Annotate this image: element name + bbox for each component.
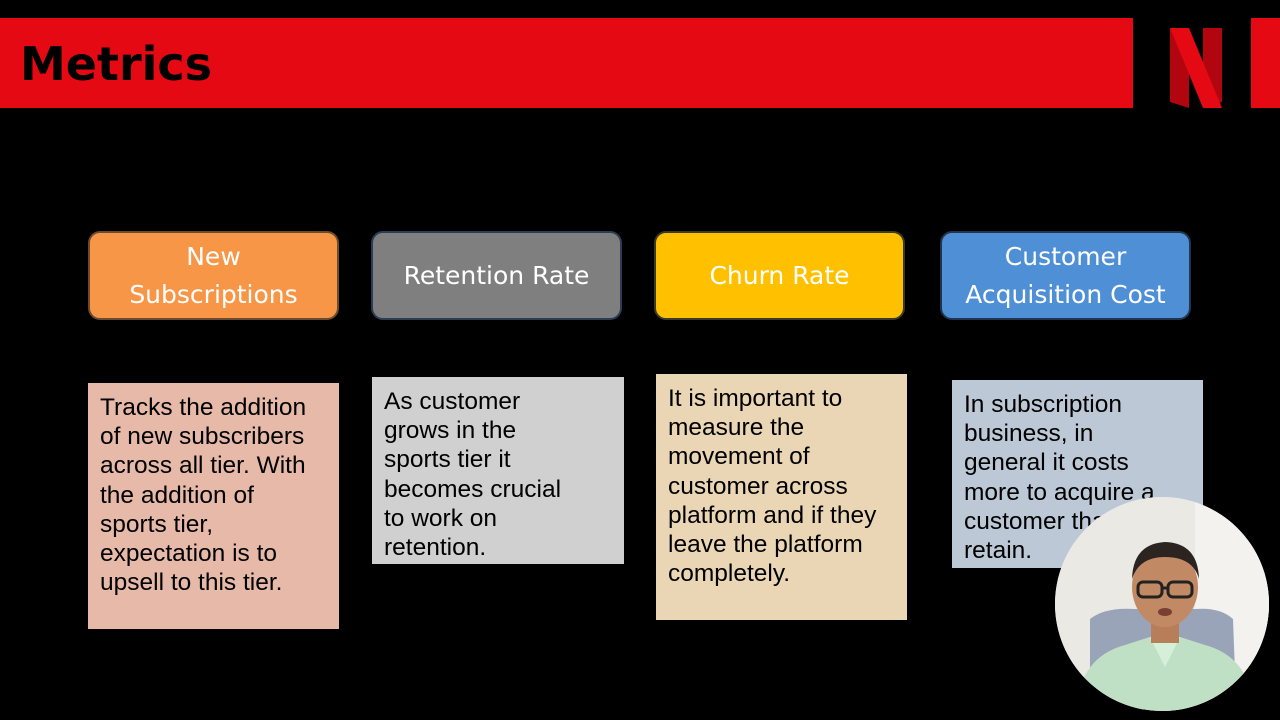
description-new-subscriptions: Tracks the addition of new subscribers a… bbox=[88, 383, 339, 629]
metric-label: Retention Rate bbox=[403, 260, 590, 290]
metric-label: Customer Acquisition Cost bbox=[965, 241, 1166, 309]
description-churn-rate: It is important to measure the movement … bbox=[656, 374, 907, 620]
description-retention-rate: As customer grows in the sports tier it … bbox=[372, 377, 624, 564]
title-bar bbox=[0, 18, 1133, 108]
metric-box-churn-rate: Churn Rate bbox=[654, 231, 905, 320]
presenter-webcam-icon bbox=[1055, 497, 1269, 711]
metric-label: New Subscriptions bbox=[129, 241, 298, 309]
slide-title: Metrics bbox=[20, 37, 213, 91]
description-text: Tracks the addition of new subscribers a… bbox=[100, 394, 307, 597]
metric-label: Churn Rate bbox=[709, 260, 850, 290]
description-text: As customer grows in the sports tier it … bbox=[384, 388, 562, 562]
metric-box-new-subscriptions: New Subscriptions bbox=[88, 231, 339, 320]
netflix-n-logo-icon bbox=[1150, 20, 1242, 112]
title-bar-right-segment bbox=[1251, 18, 1280, 108]
metric-box-customer-acquisition-cost: Customer Acquisition Cost bbox=[940, 231, 1191, 320]
metric-box-retention-rate: Retention Rate bbox=[371, 231, 622, 320]
description-text: It is important to measure the movement … bbox=[668, 385, 877, 588]
